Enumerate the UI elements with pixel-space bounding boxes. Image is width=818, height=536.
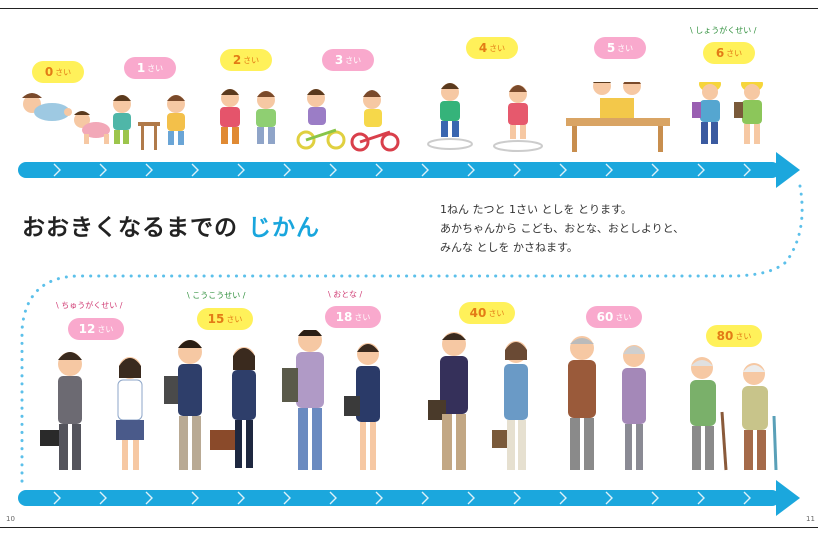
top-timeline-arrow <box>18 152 800 188</box>
figure-age15-girl <box>210 347 256 468</box>
figure-age5-children-reading <box>566 82 670 152</box>
stage-label-high-school: こうこうせい <box>187 290 246 301</box>
figure-age2-child <box>256 91 276 144</box>
figure-baby-0 <box>22 93 72 121</box>
figure-age3-boy-tricycle <box>296 89 346 150</box>
figure-age1-boy <box>113 95 160 150</box>
figure-age6-boy <box>692 82 721 144</box>
figure-age40-woman <box>492 341 528 470</box>
figure-age1-child <box>167 95 185 145</box>
figure-age40-man <box>428 332 468 470</box>
description-line-1: 1ねん たつと 1さい としを とります。 <box>440 203 632 216</box>
figure-age2-boy <box>220 89 240 144</box>
figure-age18-man <box>282 330 324 470</box>
stage-label-adult: おとな <box>328 289 362 300</box>
description-line-3: みんな としを かさねます。 <box>440 241 578 254</box>
top-row-figures <box>22 82 763 152</box>
description: 1ねん たつと 1さい としを とります。 あかちゃんから こども、おとな、おと… <box>440 200 684 257</box>
figure-age60-man <box>568 336 596 470</box>
top-border <box>0 8 818 9</box>
stage-label-elementary: しょうがくせい <box>690 25 757 36</box>
page-number-right: 11 <box>806 515 815 523</box>
figure-age80-man <box>690 357 728 471</box>
page-title-accent: じかん <box>248 215 320 241</box>
figure-age3-girl-tricycle <box>350 90 400 152</box>
figure-age12-girl <box>116 357 144 470</box>
figure-age6-girl <box>734 82 763 144</box>
figure-age4-boy <box>427 83 473 150</box>
bottom-border <box>0 527 818 528</box>
figure-age12-boy <box>40 352 82 470</box>
figure-age18-woman <box>344 343 380 470</box>
bottom-row-figures <box>40 330 778 471</box>
figure-age80-woman <box>742 363 778 471</box>
figure-baby-crawling <box>74 111 110 144</box>
description-line-2: あかちゃんから こども、おとな、おとしよりと、 <box>440 222 685 235</box>
stage-label-junior-high: ちゅうがくせい <box>56 300 123 311</box>
figure-age4-girl <box>493 85 543 152</box>
figure-age15-boy <box>164 340 202 470</box>
page-title: おおきくなるまでのじかん <box>22 215 320 241</box>
bottom-timeline-arrow <box>18 480 800 516</box>
page-number-left: 10 <box>6 515 15 523</box>
figure-age60-woman <box>622 345 646 470</box>
